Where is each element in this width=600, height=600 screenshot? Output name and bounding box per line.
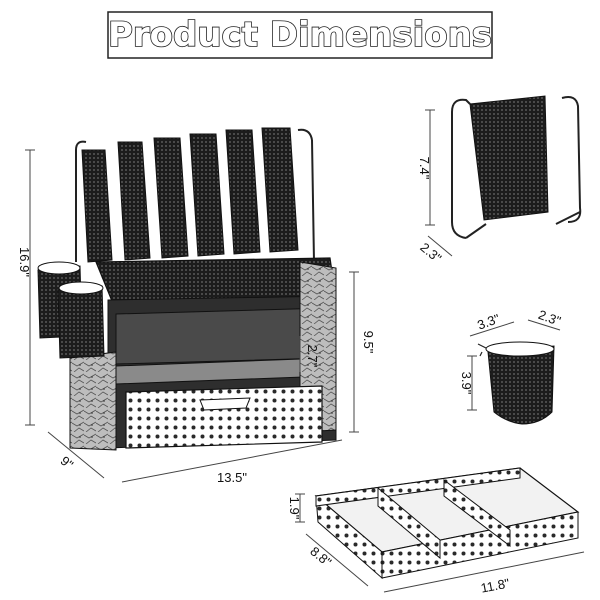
tray-height-dimension: 1.9"	[287, 493, 305, 523]
main-height-dimension: 16.9"	[17, 149, 35, 426]
file-sorter-slots	[75, 127, 315, 263]
shelf-height-dimension: 9.5"	[349, 271, 376, 433]
pen-cup-depth-label: 2.3"	[536, 307, 563, 329]
file-divider-illustration: 7.4" 2.3"	[417, 95, 582, 266]
pen-cup-illustration: 3.3" 2.3" 3.9"	[459, 307, 563, 425]
organizer-drawer	[125, 385, 323, 449]
title-banner: Product Dimensions	[107, 11, 493, 59]
shelf-height-label: 9.5"	[361, 331, 376, 354]
divider-height-dimension: 7.4"	[417, 109, 435, 226]
divider-depth-label: 2.3"	[417, 240, 444, 266]
pen-cup-depth-dimension: 2.3"	[527, 307, 563, 331]
side-pen-cups	[37, 261, 105, 359]
tray-depth-label: 8.8"	[307, 544, 334, 570]
main-organizer-illustration: 16.9" 9" 13.5" 9.5" 2.7"	[17, 127, 376, 485]
page-title: Product Dimensions	[108, 15, 492, 55]
pen-cup-width-dimension: 3.3"	[469, 311, 515, 337]
main-height-label: 16.9"	[17, 247, 32, 277]
tray-height-label: 1.9"	[287, 497, 302, 520]
drawer-gap-label: 2.7"	[305, 345, 320, 368]
pen-cup-width-label: 3.3"	[475, 311, 502, 333]
main-width-label: 13.5"	[217, 470, 247, 485]
tray-width-dimension: 11.8"	[383, 551, 585, 596]
drawer-gap-dimension: 2.7"	[299, 336, 320, 372]
divider-depth-dimension: 2.3"	[417, 235, 453, 266]
main-width-dimension: 13.5"	[121, 439, 343, 485]
tray-width-label: 11.8"	[479, 575, 511, 595]
drawer-tray-illustration: 1.9" 8.8" 11.8"	[287, 467, 585, 596]
title-frame	[107, 11, 493, 59]
divider-height-label: 7.4"	[417, 157, 432, 180]
pen-cup-height-label: 3.9"	[459, 372, 474, 395]
main-depth-label: 9"	[58, 453, 77, 472]
pen-cup-height-dimension: 3.9"	[459, 355, 477, 411]
